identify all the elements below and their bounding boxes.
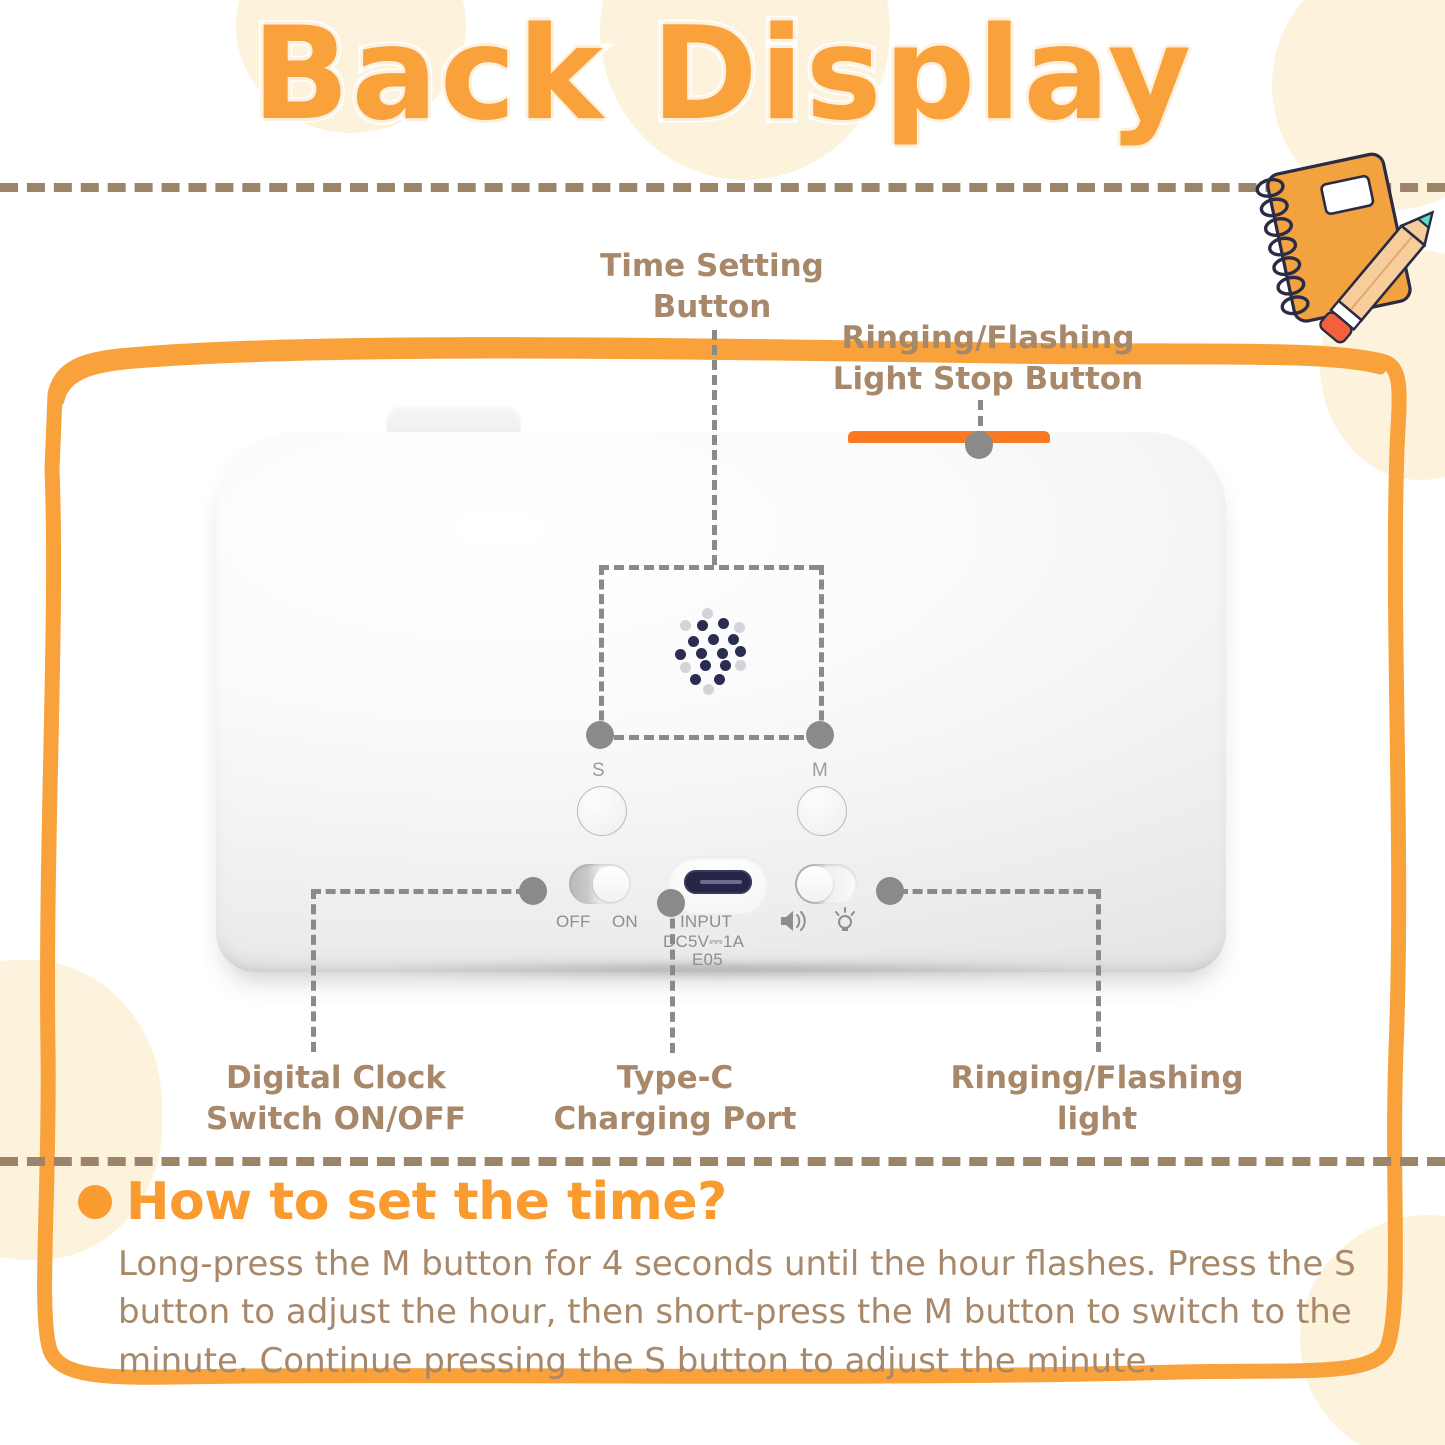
callout-dot-s-button (586, 721, 614, 749)
leader-flashing-light-h (898, 889, 1098, 894)
page-title: Back Display (247, 0, 1195, 149)
leader-time-setting-top (599, 565, 819, 570)
leader-time-setting-left (599, 565, 604, 735)
callout-time-setting-button: Time Setting Button (600, 248, 824, 325)
bullet-icon (78, 1185, 112, 1219)
port-spec-label: DC5V⎓1A (663, 932, 745, 951)
leader-flashing-light-v (1096, 889, 1101, 1052)
notebook-pencil-icon (1255, 152, 1435, 344)
howto-body-text: Long-press the M button for 4 seconds un… (118, 1244, 1356, 1381)
usbc-port[interactable] (684, 870, 752, 894)
s-button[interactable] (577, 786, 627, 836)
callout-ringing-flashing-light: Ringing/Flashing light (950, 1060, 1244, 1137)
speaker-grille (672, 608, 746, 695)
port-input-label: INPUT (680, 912, 732, 931)
clock-power-switch[interactable] (569, 864, 631, 904)
callout-dot-flashing-light (876, 877, 904, 905)
switch-on-label: ON (612, 912, 638, 931)
callout-dot-m-button (806, 721, 834, 749)
leader-time-setting-right (819, 565, 824, 735)
m-button[interactable] (797, 786, 847, 836)
page-title-wrap: Back Display (0, 0, 1445, 149)
port-model-label: E05 (692, 950, 723, 969)
howto-heading: How to set the time? (126, 1172, 727, 1232)
button-s-caption: S (592, 760, 605, 781)
callout-dot-clock-switch (519, 877, 547, 905)
leader-clock-switch-v (311, 889, 316, 1052)
sound-light-switch[interactable] (795, 864, 857, 904)
callout-digital-clock-switch: Digital Clock Switch ON/OFF (206, 1060, 466, 1137)
switch-off-label: OFF (556, 912, 591, 931)
leader-clock-switch-h (311, 889, 526, 894)
leader-time-setting-bottom (599, 735, 819, 740)
ringing-stop-button-strip[interactable] (848, 431, 1050, 443)
speaker-icon (781, 911, 806, 931)
leader-usbc-v (670, 903, 675, 1053)
callout-type-c-port: Type-C Charging Port (553, 1060, 797, 1137)
leader-time-setting-stem (712, 330, 717, 565)
divider-top (0, 183, 1445, 192)
button-m-caption: M (812, 760, 828, 781)
callout-ringing-stop-button: Ringing/Flashing Light Stop Button (832, 320, 1144, 397)
light-bulb-icon (835, 907, 855, 931)
howto-heading-row: How to set the time? (78, 1172, 727, 1232)
callout-dot-usbc (657, 889, 685, 917)
callout-dot-ringing-stop (965, 431, 993, 459)
